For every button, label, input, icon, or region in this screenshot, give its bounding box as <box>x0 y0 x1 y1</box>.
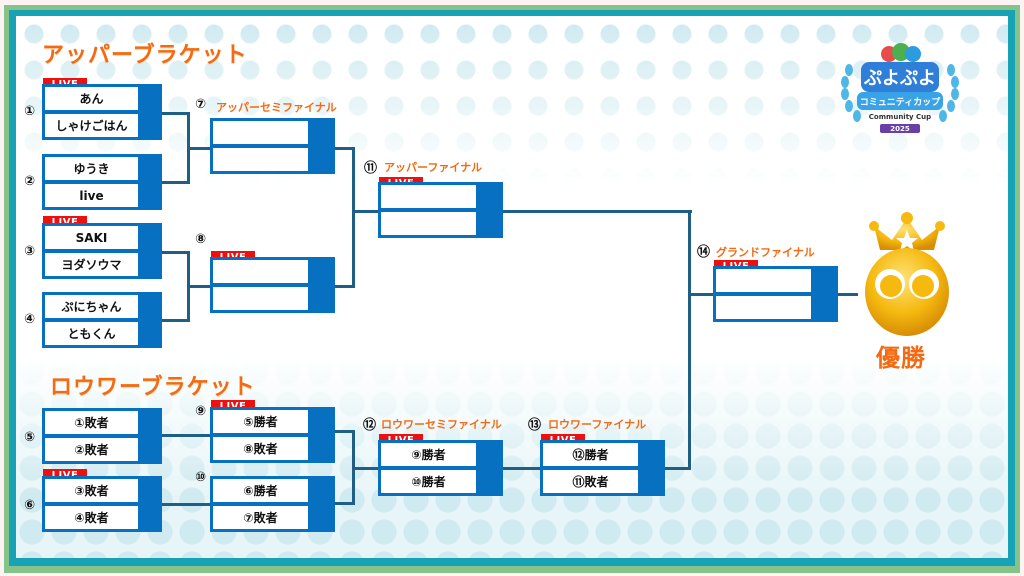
logo-community-cup: Community Cup <box>868 113 932 121</box>
player-slot[interactable]: ⑦敗者 <box>213 506 308 529</box>
match-9[interactable]: ⑤勝者 ⑧敗者 <box>210 407 335 463</box>
connector <box>352 147 355 288</box>
upper-bracket-title: アッパーブラケット <box>42 43 248 68</box>
laurel-icon <box>841 43 959 133</box>
player-slot[interactable] <box>381 185 476 208</box>
match-number: ⑧ <box>195 232 207 247</box>
player-slot[interactable]: ②敗者 <box>45 438 138 461</box>
match-4[interactable]: ぷにちゃん ともくん <box>42 292 162 348</box>
connector <box>333 502 355 505</box>
round-label: ロウワーファイナル <box>548 418 647 431</box>
player-slot[interactable]: ゆうき <box>45 157 138 180</box>
champion-label: 優勝 <box>876 344 926 372</box>
connector <box>333 430 355 433</box>
match-10[interactable]: ⑥勝者 ⑦敗者 <box>210 476 335 532</box>
player-slot[interactable]: SAKI <box>45 226 138 249</box>
player-slot[interactable] <box>213 287 308 310</box>
player-slot[interactable]: ⑥勝者 <box>213 479 308 502</box>
connector <box>45 434 335 437</box>
player-slot[interactable]: ④敗者 <box>45 506 138 529</box>
match-number: ⑦ <box>195 97 207 112</box>
match-number: ⑪ <box>364 161 378 176</box>
connector <box>352 210 692 213</box>
match-number: ⑤ <box>24 430 36 445</box>
match-number: ⑭ <box>697 245 711 260</box>
player-slot[interactable]: ⑩勝者 <box>381 470 476 493</box>
match-11[interactable] <box>378 182 503 238</box>
player-slot[interactable]: ぷにちゃん <box>45 295 138 318</box>
round-label: ロウワーセミファイナル <box>381 418 502 431</box>
match-13[interactable]: ⑫勝者 ⑪敗者 <box>540 440 665 496</box>
match-7[interactable] <box>210 118 335 174</box>
player-slot[interactable]: しゃけごはん <box>45 114 138 137</box>
match-number: ⑬ <box>528 418 542 433</box>
player-slot[interactable]: ⑪敗者 <box>543 470 638 493</box>
player-slot[interactable] <box>381 212 476 235</box>
match-3[interactable]: SAKI ヨダソウマ <box>42 223 162 279</box>
puyopuyo-community-cup-logo: ぷよぷよ コミュニティカップ Community Cup 2025 <box>835 40 965 140</box>
logo-subtitle: コミュニティカップ <box>859 97 941 108</box>
connector <box>165 112 189 115</box>
match-1[interactable]: あん しゃけごはん <box>42 84 162 140</box>
player-slot[interactable]: あん <box>45 87 138 110</box>
lower-bracket-title: ロウワーブラケット <box>50 375 256 400</box>
player-slot[interactable] <box>716 296 811 319</box>
round-label: グランドファイナル <box>716 246 815 259</box>
match-number: ⑩ <box>195 470 207 485</box>
connector <box>688 210 691 470</box>
player-slot[interactable] <box>716 269 811 292</box>
match-2[interactable]: ゆうき live <box>42 154 162 210</box>
connector <box>45 503 335 506</box>
player-slot[interactable]: ⑫勝者 <box>543 443 638 466</box>
player-slot[interactable] <box>213 148 308 171</box>
background-pattern-bottom <box>16 356 1008 558</box>
player-slot[interactable] <box>213 260 308 283</box>
match-5[interactable]: ①敗者 ②敗者 <box>42 408 162 464</box>
bracket-canvas <box>16 16 1008 558</box>
match-number: ⑨ <box>195 404 207 419</box>
player-slot[interactable]: ①敗者 <box>45 411 138 434</box>
player-slot[interactable]: ③敗者 <box>45 479 138 502</box>
player-slot[interactable]: ともくん <box>45 322 138 345</box>
champion-puyo-crown-icon <box>862 212 952 352</box>
player-slot[interactable]: ⑧敗者 <box>213 437 308 460</box>
match-6[interactable]: ③敗者 ④敗者 <box>42 476 162 532</box>
match-14-grand-final[interactable] <box>713 266 838 322</box>
match-number: ⑥ <box>24 498 36 513</box>
match-number: ④ <box>24 312 36 327</box>
round-label: アッパーセミファイナル <box>216 101 337 114</box>
logo-title: ぷよぷよ <box>864 68 936 89</box>
player-slot[interactable]: live <box>45 184 138 207</box>
logo-year: 2025 <box>890 124 910 133</box>
player-slot[interactable] <box>213 121 308 144</box>
match-12[interactable]: ⑨勝者 ⑩勝者 <box>378 440 503 496</box>
background-pattern-top <box>16 16 1008 186</box>
player-slot[interactable]: ⑨勝者 <box>381 443 476 466</box>
round-label: アッパーファイナル <box>384 161 483 174</box>
match-number: ⑫ <box>363 418 377 433</box>
match-number: ① <box>24 104 36 119</box>
match-number: ③ <box>24 244 36 259</box>
match-8[interactable] <box>210 257 335 313</box>
match-number: ② <box>24 174 36 189</box>
player-slot[interactable]: ⑤勝者 <box>213 410 308 433</box>
player-slot[interactable]: ヨダソウマ <box>45 253 138 276</box>
